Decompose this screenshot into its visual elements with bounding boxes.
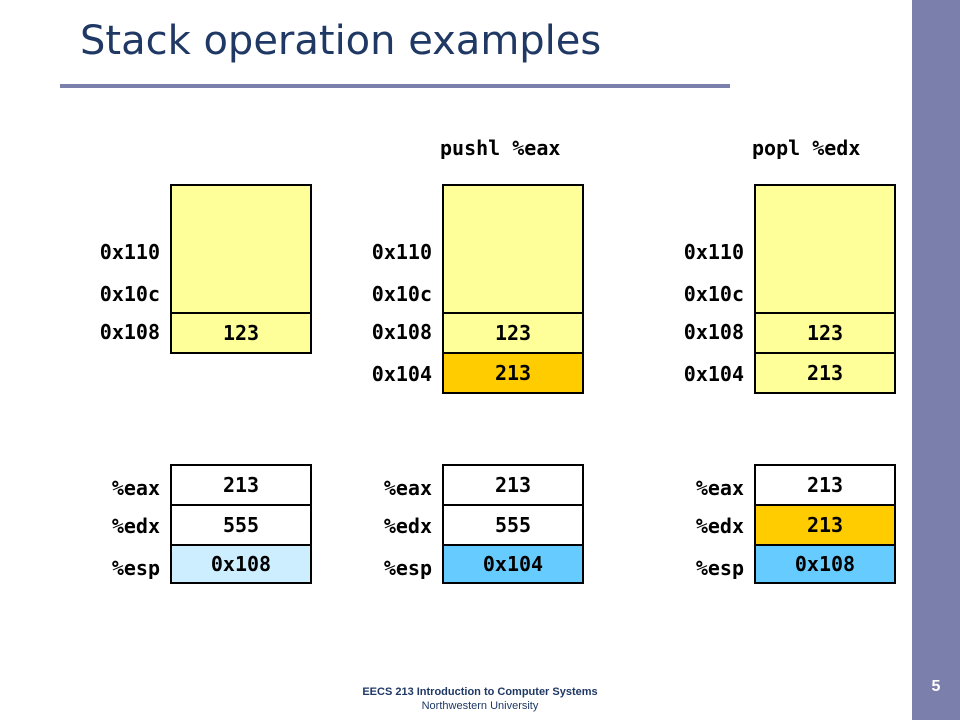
register-esp-value: 0x104	[442, 544, 584, 584]
operation-label: pushl %eax	[440, 136, 561, 160]
register-eax-value: 213	[754, 464, 896, 506]
address-label: 0x110	[99, 240, 160, 264]
register-esp-value: 0x108	[754, 544, 896, 584]
register-esp-value: 0x108	[170, 544, 312, 584]
register-label: %eax	[111, 476, 160, 500]
address-label: 0x108	[99, 320, 160, 344]
register-label: %edx	[695, 514, 744, 538]
slide-number: 5	[931, 678, 941, 695]
register-label: %eax	[383, 476, 432, 500]
footer-course: EECS 213 Introduction to Computer System…	[362, 686, 598, 698]
register-edx-value: 555	[170, 504, 312, 546]
operation-label: popl %edx	[752, 136, 861, 160]
register-label: %esp	[383, 556, 432, 580]
address-label: 0x108	[371, 320, 432, 344]
memory-cell-0x108: 123	[754, 312, 896, 354]
slide-sidebar	[912, 0, 960, 720]
register-edx-value: 213	[754, 504, 896, 546]
register-label: %edx	[383, 514, 432, 538]
address-label: 0x104	[371, 362, 432, 386]
address-label: 0x10c	[99, 282, 160, 306]
memory-cell-0x108: 123	[170, 312, 312, 354]
address-label: 0x108	[683, 320, 744, 344]
address-label: 0x110	[371, 240, 432, 264]
footer-university: Northwestern University	[421, 700, 539, 712]
register-edx-value: 555	[442, 504, 584, 546]
address-label: 0x104	[683, 362, 744, 386]
address-label: 0x10c	[683, 282, 744, 306]
register-label: %edx	[111, 514, 160, 538]
slide-title: Stack operation examples	[80, 18, 602, 64]
register-eax-value: 213	[170, 464, 312, 506]
title-underline	[60, 84, 730, 88]
address-label: 0x10c	[371, 282, 432, 306]
register-label: %eax	[695, 476, 744, 500]
register-label: %esp	[695, 556, 744, 580]
memory-cell-0x104: 213	[754, 352, 896, 394]
register-label: %esp	[111, 556, 160, 580]
address-label: 0x110	[683, 240, 744, 264]
memory-cell-0x108: 123	[442, 312, 584, 354]
register-eax-value: 213	[442, 464, 584, 506]
memory-cell-0x104: 213	[442, 352, 584, 394]
